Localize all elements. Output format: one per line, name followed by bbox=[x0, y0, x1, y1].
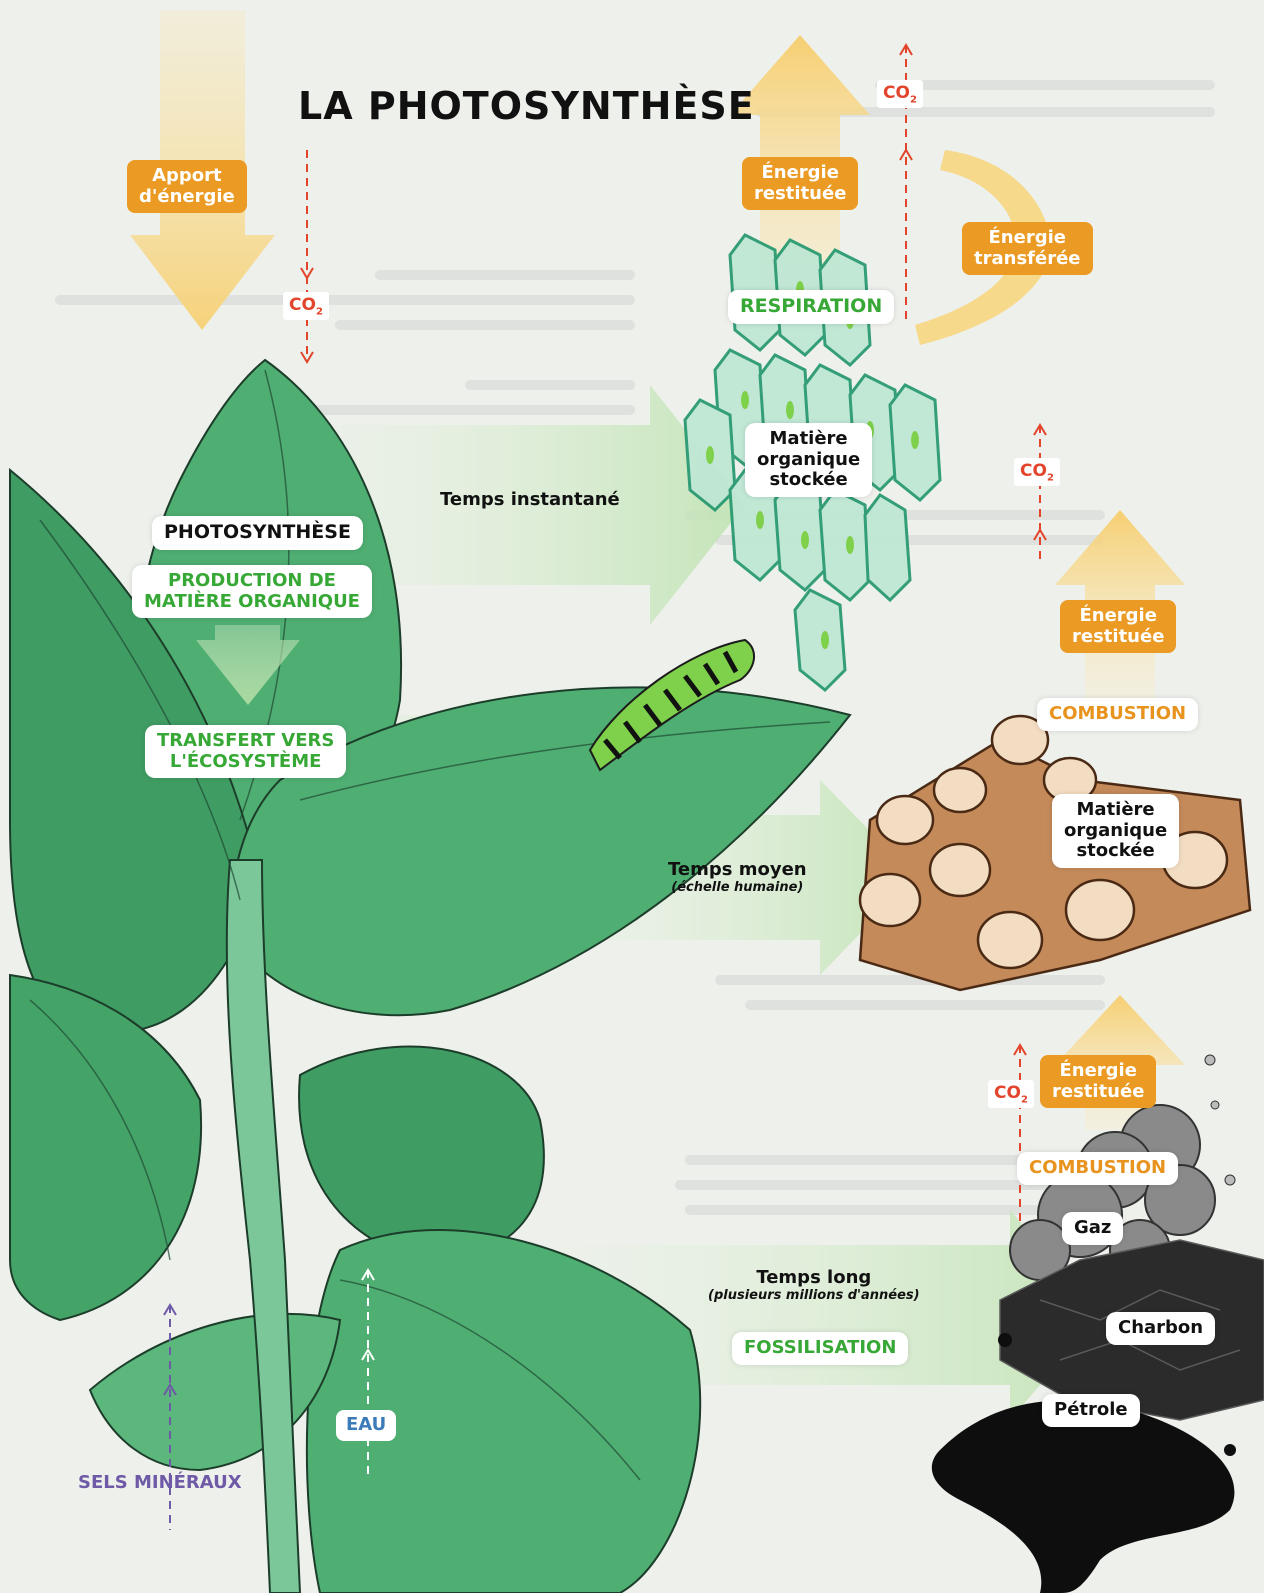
medium-time-label: Temps moyen (échelle humaine) bbox=[668, 860, 807, 896]
oil-label: Pétrole bbox=[1042, 1394, 1140, 1427]
respiration-label: RESPIRATION bbox=[728, 290, 894, 324]
combustion-label-bottom: COMBUSTION bbox=[1017, 1152, 1178, 1185]
long-time-title: Temps long bbox=[756, 1267, 871, 1288]
leaf-lower-right bbox=[299, 1047, 544, 1260]
co2-label-top-right: CO2 bbox=[877, 80, 923, 108]
minerals-label: SELS MINÉRAUX bbox=[78, 1473, 242, 1494]
instant-time-label: Temps instantané bbox=[440, 490, 620, 511]
fossilisation-label: FOSSILISATION bbox=[732, 1332, 908, 1365]
energy-restituted-label-top: Énergie restituée bbox=[742, 157, 858, 210]
stored-organic-matter-label-mid: Matière organique stockée bbox=[1052, 794, 1179, 868]
energy-transferred-label: Énergie transférée bbox=[962, 222, 1093, 275]
energy-restituted-label-bottom: Énergie restituée bbox=[1040, 1055, 1156, 1108]
coal-label: Charbon bbox=[1106, 1312, 1215, 1345]
long-time-subtitle: (plusieurs millions d'années) bbox=[708, 1289, 920, 1304]
co2-down-arrow bbox=[301, 150, 313, 362]
energy-input-label: Apport d'énergie bbox=[127, 160, 247, 213]
energy-restituted-label-mid: Énergie restituée bbox=[1060, 600, 1176, 653]
water-label: EAU bbox=[336, 1410, 396, 1441]
medium-time-title: Temps moyen bbox=[668, 859, 807, 880]
co2-label-right-mid: CO2 bbox=[1014, 458, 1060, 486]
leaf-bottom-left bbox=[90, 1314, 340, 1470]
photosynthesis-label: PHOTOSYNTHÈSE bbox=[152, 516, 363, 550]
medium-time-subtitle: (échelle humaine) bbox=[668, 881, 807, 896]
page-title: LA PHOTOSYNTHÈSE bbox=[298, 84, 755, 128]
organic-production-label: PRODUCTION DE MATIÈRE ORGANIQUE bbox=[132, 565, 372, 618]
gas-label: Gaz bbox=[1062, 1212, 1123, 1245]
co2-label-bottom-right: CO2 bbox=[988, 1080, 1034, 1108]
ecosystem-transfer-label: TRANSFERT VERS L'ÉCOSYSTÈME bbox=[145, 725, 346, 778]
leaf-lower-left bbox=[10, 975, 201, 1320]
gas-dots bbox=[1205, 1055, 1235, 1185]
stored-organic-matter-label-top: Matière organique stockée bbox=[745, 423, 872, 497]
co2-label-top-left: CO2 bbox=[283, 292, 329, 320]
combustion-label-mid: COMBUSTION bbox=[1037, 698, 1198, 731]
long-time-label: Temps long (plusieurs millions d'années) bbox=[708, 1268, 920, 1304]
